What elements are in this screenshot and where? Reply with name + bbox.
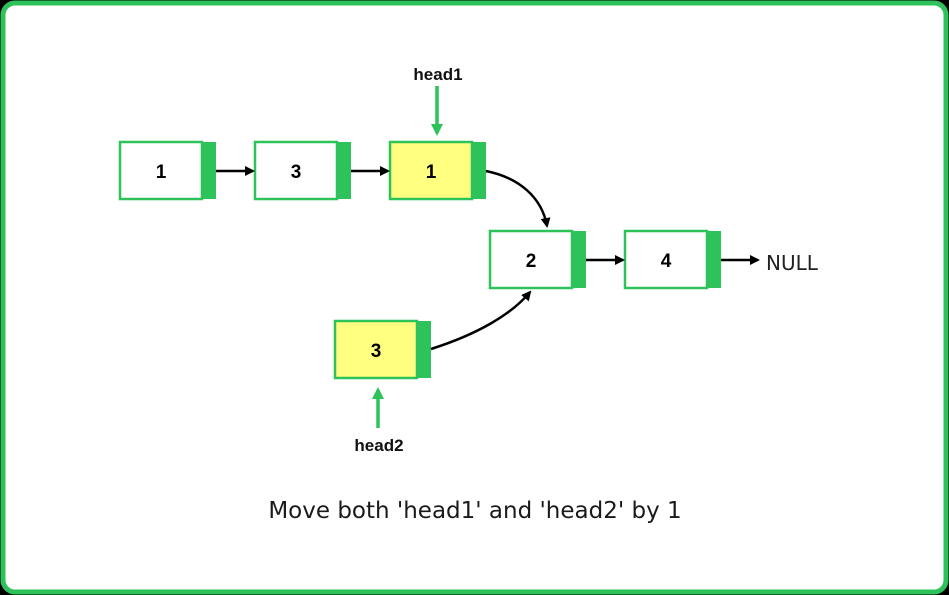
link-arrow [485,169,551,228]
shared-node-1: 4 [623,229,721,290]
list2-node-0: 3 [333,319,431,380]
null-terminator: NULL [766,251,819,275]
node-value: 3 [291,162,302,183]
shared-node-0: 2 [488,229,586,290]
node-value: 1 [426,162,437,183]
node-value: 3 [371,341,382,362]
node-value: 1 [156,162,167,183]
link-arrow [430,290,532,351]
node-value: 2 [526,251,537,272]
node-value: 4 [661,251,672,272]
diagram-caption: Move both 'head1' and 'head2' by 1 [268,498,681,524]
list1-node-0: 1 [118,140,216,201]
head1-label: head1 [413,65,462,84]
head2-label: head2 [354,436,403,455]
list1-node-1: 3 [253,140,351,201]
list1-node-2: 1 [388,140,486,201]
